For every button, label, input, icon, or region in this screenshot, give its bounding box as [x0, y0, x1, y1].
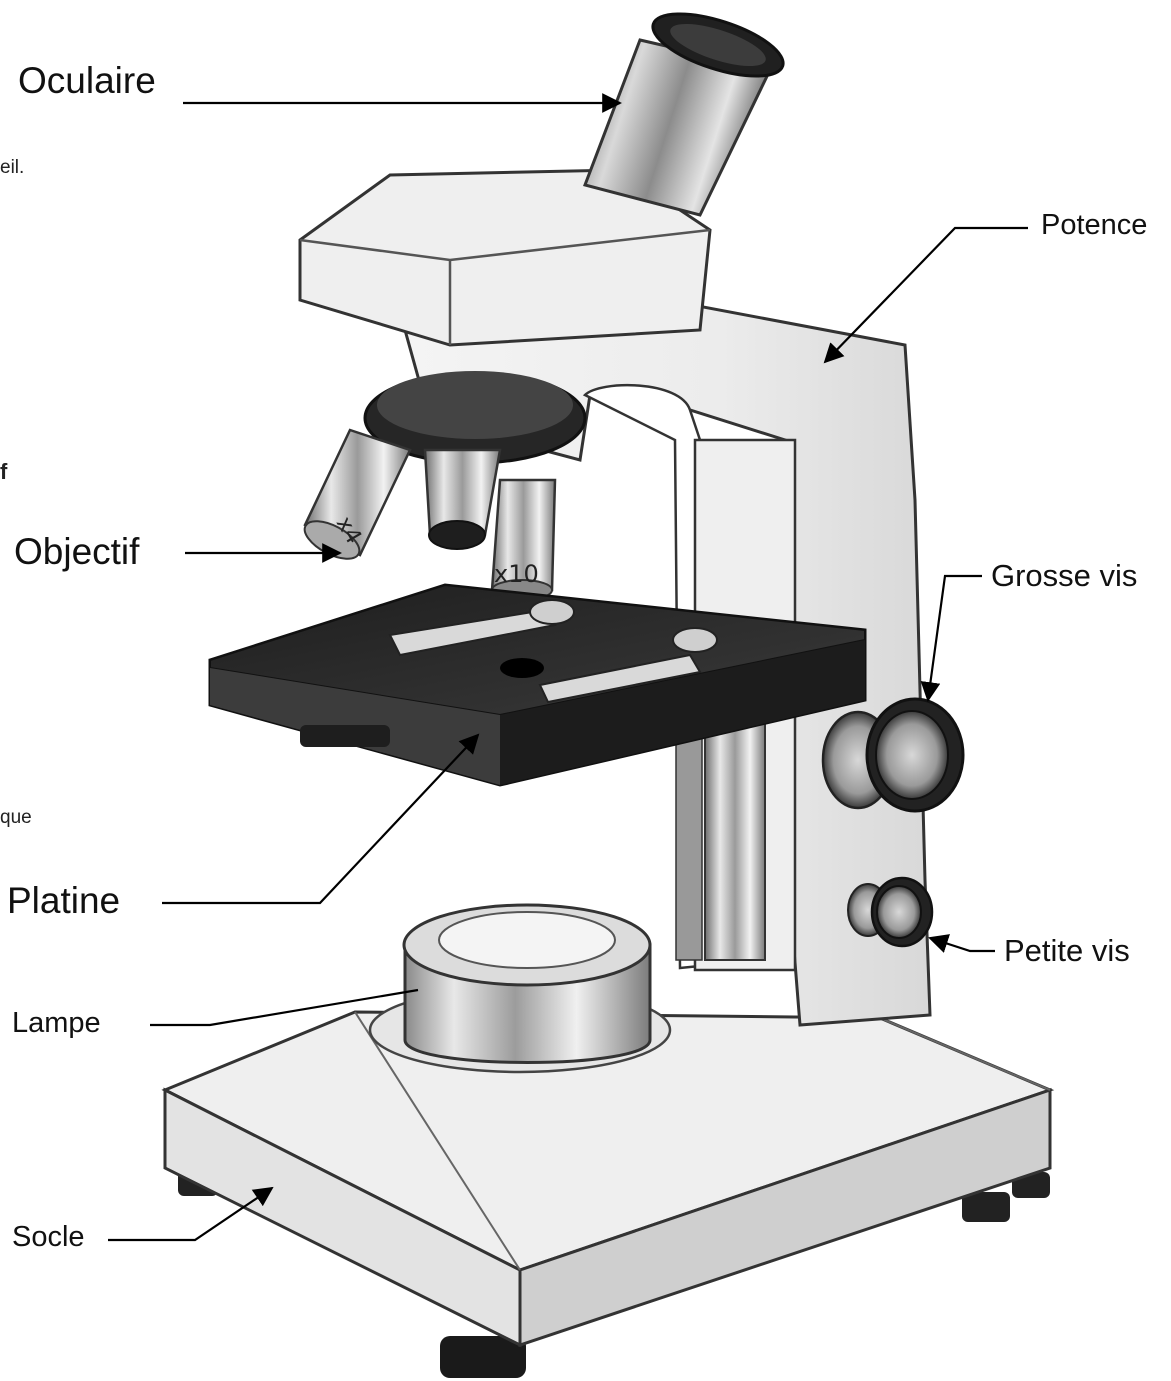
edge-text-fragment: eil.	[0, 158, 24, 177]
label-oculaire: Oculaire	[18, 62, 156, 99]
label-lampe: Lampe	[12, 1009, 101, 1038]
label-objectif: Objectif	[14, 533, 139, 570]
leader-petite-vis	[930, 938, 995, 951]
label-petite-vis: Petite vis	[1004, 935, 1130, 966]
label-socle: Socle	[12, 1223, 85, 1252]
lamp-lampe	[404, 905, 650, 1063]
edge-text-fragment: f	[0, 461, 7, 483]
label-potence: Potence	[1041, 211, 1147, 240]
leader-grosse-vis	[928, 576, 982, 700]
edge-text-fragment: que	[0, 808, 32, 827]
eyepiece-oculaire	[585, 1, 790, 215]
lens-marking-x10: x10	[494, 560, 539, 588]
label-platine: Platine	[7, 882, 120, 919]
label-grosse-vis: Grosse vis	[991, 560, 1137, 591]
